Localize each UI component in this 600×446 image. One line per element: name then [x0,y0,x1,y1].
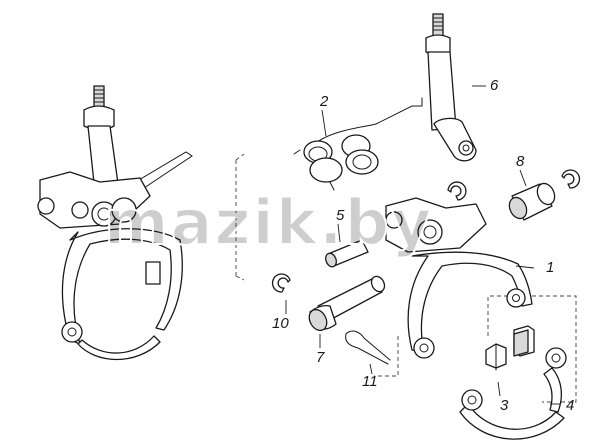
part-10-circlip [271,273,291,293]
circlip-center [447,181,467,201]
part-8-sleeve [508,182,556,221]
pivot-boss-left [37,197,55,215]
circlip-top-right [561,169,581,189]
callout-7: 7 [316,349,325,366]
callout-1: 1 [546,259,554,276]
part-3-shoes [485,325,535,371]
shaft-thread [93,85,105,109]
callout-4: 4 [566,397,574,414]
callout-2: 2 [319,93,329,110]
lower-strap [77,335,161,361]
spring-wire [121,151,193,197]
callout-5: 5 [336,207,345,224]
part-11-cotter-pin [345,330,391,365]
watermark-text: mazik.by [104,186,433,259]
yoke-eye-left [61,321,83,343]
callout-6: 6 [490,77,499,94]
part-7-pin [308,275,386,332]
assembly-bracket-right [487,295,577,403]
assembly-bracket-lower [374,336,399,377]
callout-3: 3 [500,397,509,414]
part-1-fork [385,197,533,359]
part-5-pin [325,239,369,268]
assembled-fork-unit [37,85,193,361]
part-6-shaft [425,13,477,162]
callout-8: 8 [516,153,525,170]
callout-10: 10 [272,315,289,332]
part-4-strap [459,347,567,440]
part-2-spring [293,97,423,191]
shoe-pad [145,261,161,285]
assembly-bracket-left [235,153,245,281]
callout-11: 11 [362,373,378,390]
